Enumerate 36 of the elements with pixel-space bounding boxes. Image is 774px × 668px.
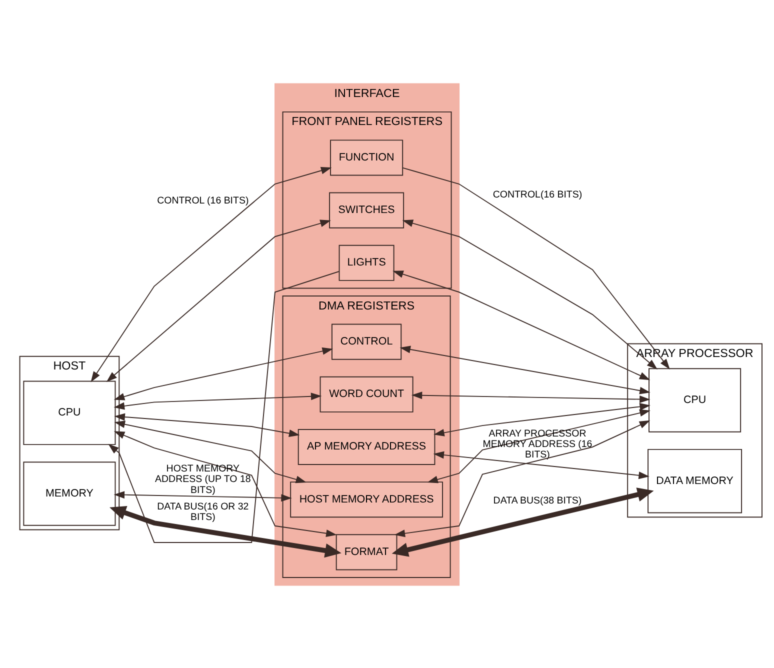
arrow (434, 402, 650, 436)
edge-label: CONTROL(16 BITS) (492, 189, 582, 200)
arrow (90, 166, 332, 382)
arrow (427, 408, 650, 483)
node-box: FORMAT (336, 534, 398, 570)
edge-label: CONTROL (16 BITS) (157, 194, 249, 206)
node-box: LIGHTS (338, 244, 394, 280)
arrow (400, 345, 650, 394)
edge-label: DATA BUS(38 BITS) (493, 494, 582, 506)
node-box: CONTROL (331, 323, 402, 360)
arrow (433, 450, 650, 479)
arrow (392, 487, 654, 556)
arrow (114, 490, 292, 502)
arrow (110, 506, 342, 558)
arrow (114, 420, 307, 483)
arrow (106, 219, 331, 382)
node-box: MEMORY (23, 461, 116, 526)
node-box: WORD COUNT (320, 376, 414, 412)
arrow (108, 270, 340, 542)
arrow (411, 391, 650, 403)
arrow (392, 270, 650, 380)
node-box: SWITCHES (329, 192, 404, 228)
arrow (114, 392, 322, 410)
arrow (114, 430, 337, 537)
arrow (114, 346, 334, 400)
node-box: HOST MEMORY ADDRESS (290, 481, 443, 518)
arrow (114, 412, 300, 436)
arrow (394, 420, 650, 537)
arrow (402, 166, 670, 369)
node-box: AP MEMORY ADDRESS (298, 428, 436, 465)
node-box: FUNCTION (330, 139, 404, 176)
node-box: DATA MEMORY (648, 448, 742, 513)
arrow (402, 219, 658, 370)
node-box: CPU (23, 380, 116, 445)
edge-label: DATA BUS(16 OR 32 BITS) (157, 500, 249, 523)
node-box: CPU (648, 368, 742, 432)
